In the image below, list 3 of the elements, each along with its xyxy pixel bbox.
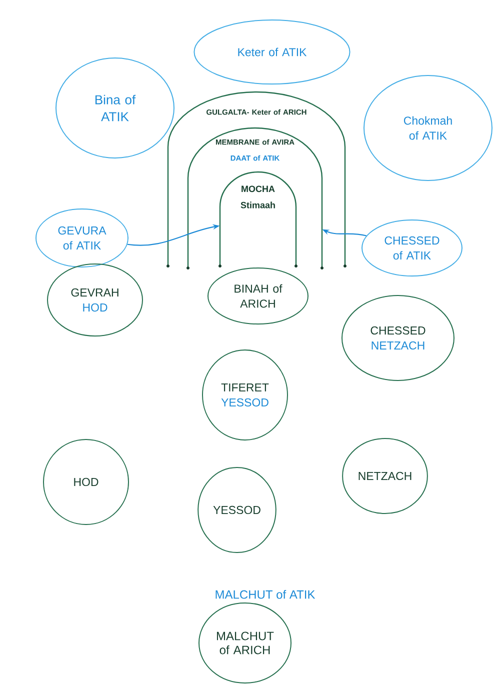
node-label: MOCHA Stimaah: [240, 186, 275, 208]
arch: MOCHA Stimaah: [218, 171, 298, 268]
node-label: MALCHUT of ATIK: [216, 590, 316, 599]
